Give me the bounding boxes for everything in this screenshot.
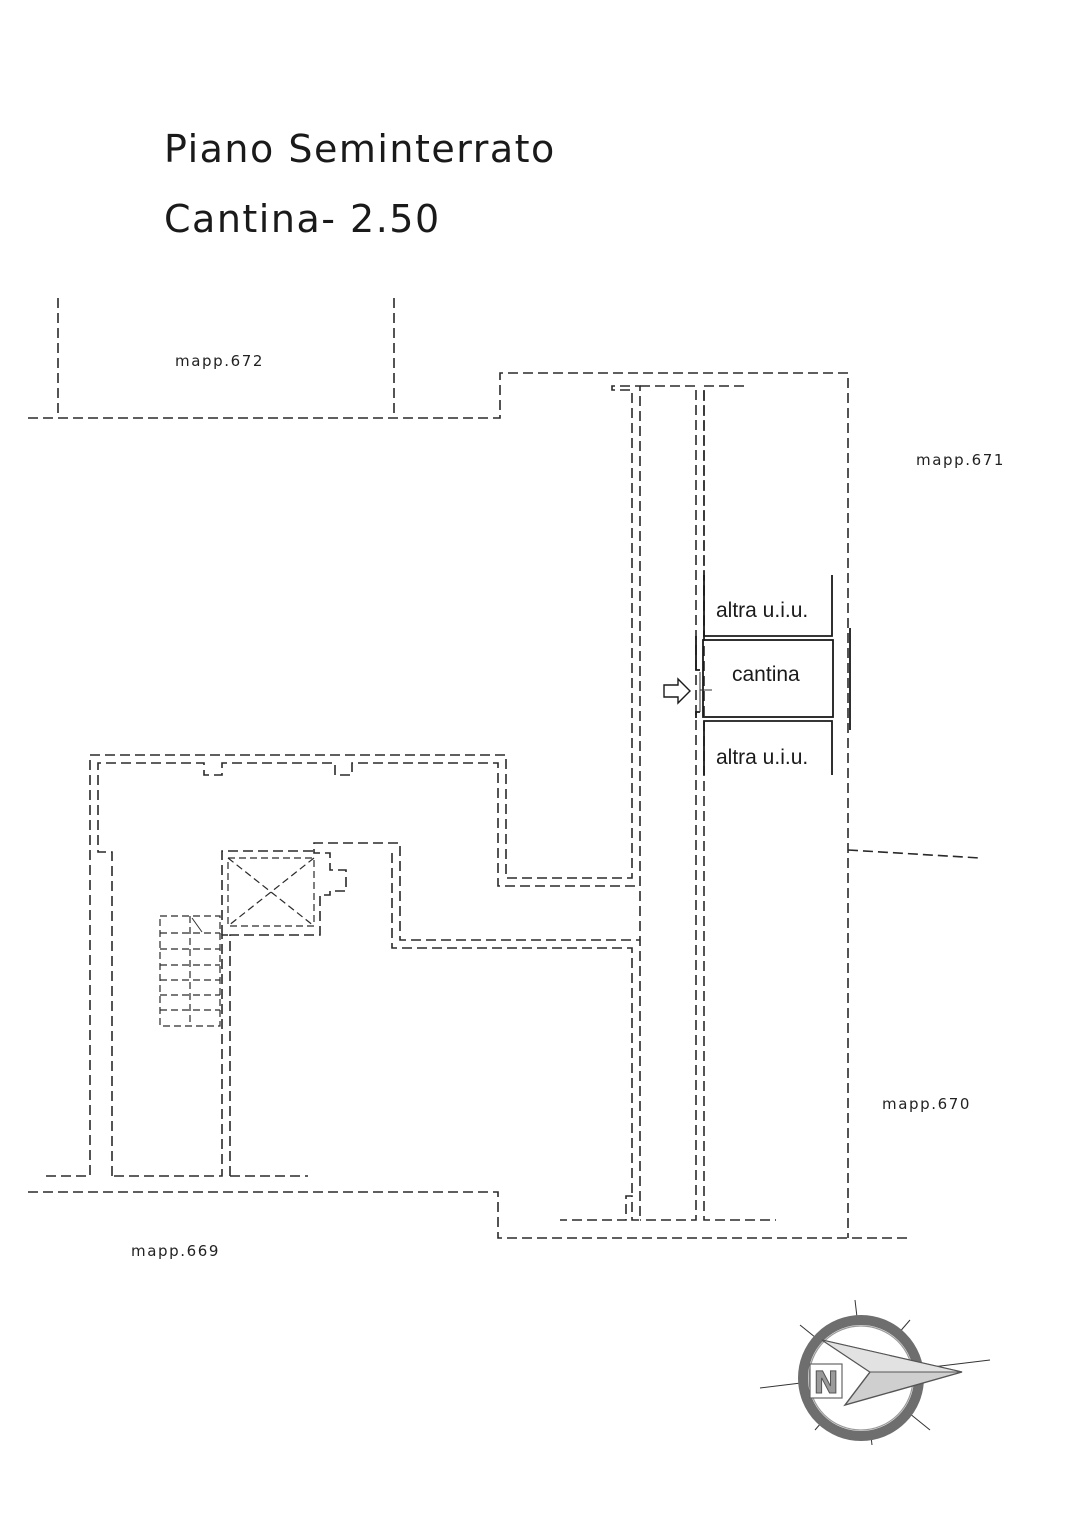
building-outline <box>46 385 641 1221</box>
north-compass-icon: N <box>759 1299 991 1446</box>
compass-north-letter: N <box>813 1366 838 1401</box>
parcel-label-671: mapp.671 <box>916 451 1006 469</box>
cellar-unit <box>695 575 851 775</box>
room-label-other-unit-lower: altra u.i.u. <box>716 746 809 769</box>
room-label-other-unit-upper: altra u.i.u. <box>716 599 809 622</box>
shaft-void <box>227 857 315 927</box>
parcel-672-boundary <box>28 298 849 1238</box>
parcel-671-boundary <box>847 849 981 859</box>
parcel-label-669: mapp.669 <box>131 1242 221 1260</box>
stair <box>159 915 221 1027</box>
parcel-label-670: mapp.670 <box>882 1095 972 1113</box>
room-label-cellar: cantina <box>732 663 800 686</box>
parcel-label-672: mapp.672 <box>175 352 265 370</box>
entrance-arrow-icon <box>663 677 691 705</box>
plan-subtitle: Cantina- 2.50 <box>164 197 441 241</box>
plan-title: Piano Seminterrato <box>164 127 556 171</box>
corridor-walls <box>640 385 776 1221</box>
parcel-669-boundary <box>28 1191 908 1239</box>
